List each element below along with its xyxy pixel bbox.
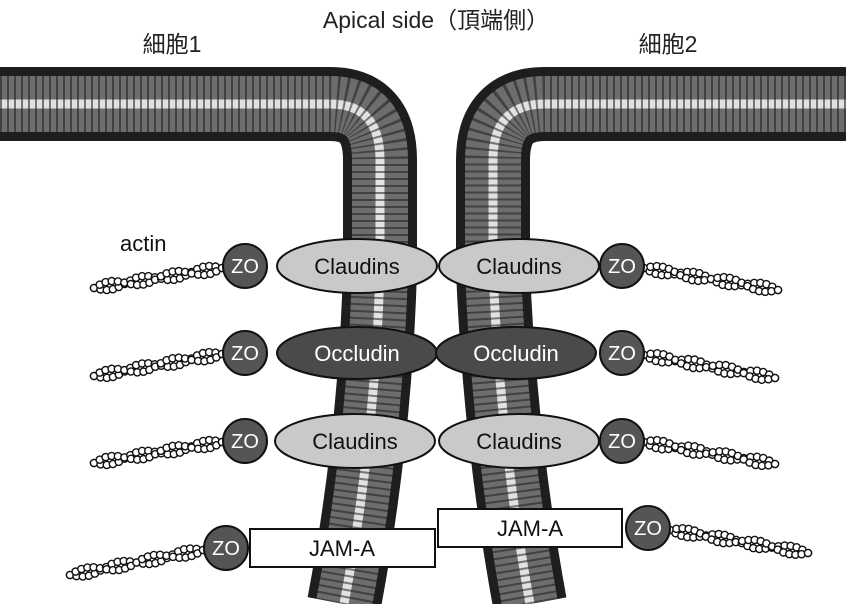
actin-label: actin — [120, 231, 166, 256]
actin-bead — [771, 374, 778, 381]
zo-protein-row3-left: ZO — [223, 419, 267, 463]
claudin-row3-right: Claudins — [439, 414, 599, 468]
actin-bead — [804, 549, 811, 556]
actin-bead — [771, 460, 778, 467]
protein-label: JAM-A — [309, 536, 375, 561]
actin-bead — [774, 286, 781, 293]
zo-protein-jam-left: ZO — [204, 526, 248, 570]
zo-protein-row3-right: ZO — [600, 419, 644, 463]
claudin-row1-left: Claudins — [277, 239, 437, 293]
zo-label: ZO — [608, 343, 636, 365]
zo-label: ZO — [231, 431, 259, 453]
zo-label: ZO — [231, 343, 259, 365]
claudin-row1-right: Claudins — [439, 239, 599, 293]
protein-label: Occludin — [314, 341, 400, 366]
jam-a-right: JAM-A — [438, 509, 622, 547]
protein-label: Claudins — [312, 429, 398, 454]
zo-label: ZO — [608, 431, 636, 453]
protein-label: Occludin — [473, 341, 559, 366]
claudin-row3-left: Claudins — [275, 414, 435, 468]
zo-protein-row2-left: ZO — [223, 331, 267, 375]
protein-label: Claudins — [314, 254, 400, 279]
zo-label: ZO — [212, 538, 240, 560]
protein-label: JAM-A — [497, 516, 563, 541]
occludin-row2-right: Occludin — [436, 327, 596, 379]
cell2-label: 細胞2 — [639, 31, 698, 57]
zo-protein-row2-right: ZO — [600, 331, 644, 375]
zo-label: ZO — [231, 256, 259, 278]
jam-a-left: JAM-A — [250, 529, 435, 567]
zo-label: ZO — [634, 518, 662, 540]
cell1-label: 細胞1 — [143, 31, 202, 57]
occludin-row2-left: Occludin — [277, 327, 437, 379]
zo-protein-row1-left: ZO — [223, 244, 267, 288]
zo-protein-jam-right: ZO — [626, 506, 670, 550]
protein-label: Claudins — [476, 429, 562, 454]
zo-protein-row1-right: ZO — [600, 244, 644, 288]
zo-label: ZO — [608, 256, 636, 278]
apical-side-title: Apical side（頂端側） — [323, 7, 549, 33]
protein-label: Claudins — [476, 254, 562, 279]
